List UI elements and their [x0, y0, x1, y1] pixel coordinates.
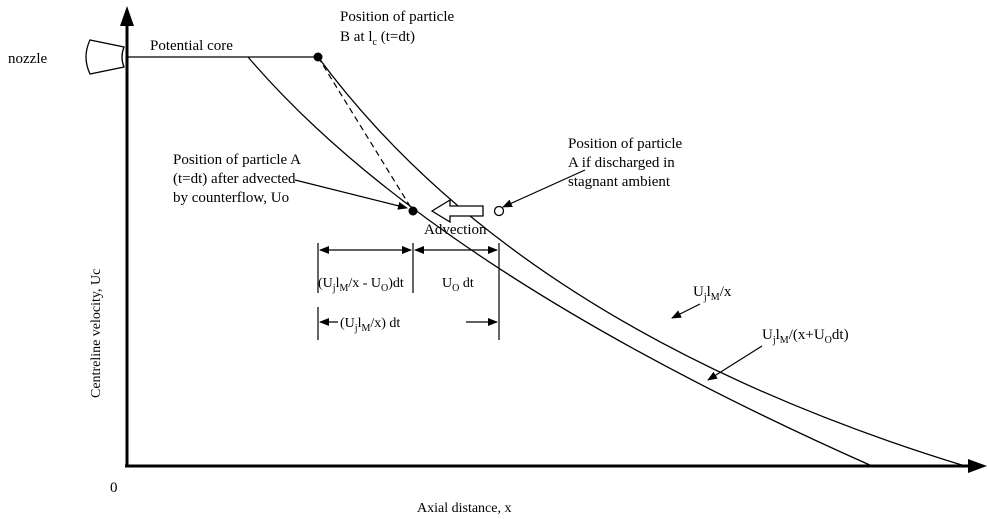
advection-label: Advection [424, 222, 487, 238]
curve-lower-label: UjlM/(x+UOdt) [762, 327, 849, 346]
x-axis-label: Axial distance, x [417, 501, 511, 516]
x-axis-arrowhead [968, 459, 987, 473]
curve-upper [317, 56, 966, 467]
curve-lower-pointer [707, 345, 763, 381]
dashed-path-b-to-a [317, 56, 414, 212]
particle-a-advected-label-line3: by counterflow, Uo [173, 190, 289, 206]
particle-a-advected-label-line2: (t=dt) after advected [173, 171, 296, 187]
nozzle-icon [85, 39, 125, 75]
dim-label-left-segment: (UjlM/x - UO)dt [318, 276, 404, 294]
particle-a-stagnant-pointer [502, 169, 586, 208]
particle-a-advected-pointer [294, 179, 408, 210]
particle-a-stagnant-label-line1: Position of particle [568, 136, 682, 152]
particle-a-advected-label-line1: Position of particle A [173, 152, 301, 168]
y-axis-label: Centreline velocity, Uc [89, 269, 104, 398]
particle-b-label-line1: Position of particle [340, 9, 454, 25]
particle-b-label-line2: B at lc (t=dt) [340, 29, 415, 48]
curve-upper-label: UjlM/x [693, 284, 732, 303]
nozzle-label: nozzle [8, 51, 47, 67]
particle-a-stagnant-label-line3: stagnant ambient [568, 174, 671, 190]
y-axis-arrowhead [120, 6, 134, 26]
particle-a-stagnant-marker [493, 205, 505, 217]
advection-arrow-icon [430, 198, 484, 224]
potential-core-label: Potential core [150, 38, 233, 54]
dim-label-right-segment: UO dt [442, 276, 474, 294]
particle-a-advected-marker [408, 206, 418, 216]
curve-lower [247, 56, 873, 467]
particle-a-stagnant-label-line2: A if discharged in [568, 155, 675, 171]
curve-upper-pointer [671, 303, 701, 319]
dim-label-total: (UjlM/x) dt [340, 316, 400, 334]
particle-b-marker [313, 52, 323, 62]
origin-label: 0 [110, 480, 118, 496]
